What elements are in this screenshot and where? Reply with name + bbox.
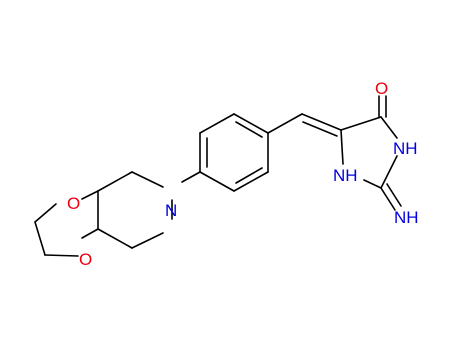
bond-pip-5 xyxy=(131,232,164,249)
bond-benzene-n xyxy=(181,171,201,183)
bond-ring-n1-c5 xyxy=(340,129,344,165)
bond-ring-c2-n1 xyxy=(363,179,382,189)
atom-labels: O NH NH NH N O O xyxy=(67,79,419,269)
amine-n-label: N xyxy=(165,201,177,220)
bond-vinyl-double-b xyxy=(302,121,338,137)
bond-benzene-inner-2 xyxy=(235,167,263,184)
bond-benzene-4 xyxy=(199,171,235,192)
bond-imine-b xyxy=(386,183,402,207)
bond-pip-2 xyxy=(97,171,133,192)
bond-benzene-vinyl xyxy=(267,113,303,134)
ketal-oxygen-lower-label: O xyxy=(79,250,92,269)
bond-pip-4 xyxy=(97,228,133,249)
ring-nh-right-label: NH xyxy=(393,139,418,158)
bond-pip-1 xyxy=(131,171,164,188)
imine-nh-label: NH xyxy=(394,208,419,227)
bond-benzene-3 xyxy=(233,171,269,192)
ring-nh-lower-label: NH xyxy=(333,166,358,185)
bond-ring-c5-c4 xyxy=(340,116,382,131)
bond-dioxolane-c-o-lower xyxy=(44,254,79,257)
bond-imine-a xyxy=(380,187,396,211)
bonds xyxy=(34,95,402,257)
carbonyl-oxygen-label: O xyxy=(375,79,388,98)
bond-benzene-6 xyxy=(199,113,235,134)
bond-dioxolane-o-upper-c xyxy=(34,203,57,223)
bond-spiro-o-upper xyxy=(81,190,99,200)
bond-ring-n3-c2 xyxy=(380,155,398,189)
bond-benzene-1 xyxy=(233,113,269,134)
bond-dioxolane-c-c xyxy=(34,221,46,256)
bond-benzene-inner-1 xyxy=(235,121,263,138)
bond-vinyl-double-a xyxy=(301,113,342,131)
bond-ring-c4-n3 xyxy=(380,116,398,139)
bond-spiro-o-lower xyxy=(81,228,99,239)
ketal-oxygen-upper-label: O xyxy=(67,194,80,213)
